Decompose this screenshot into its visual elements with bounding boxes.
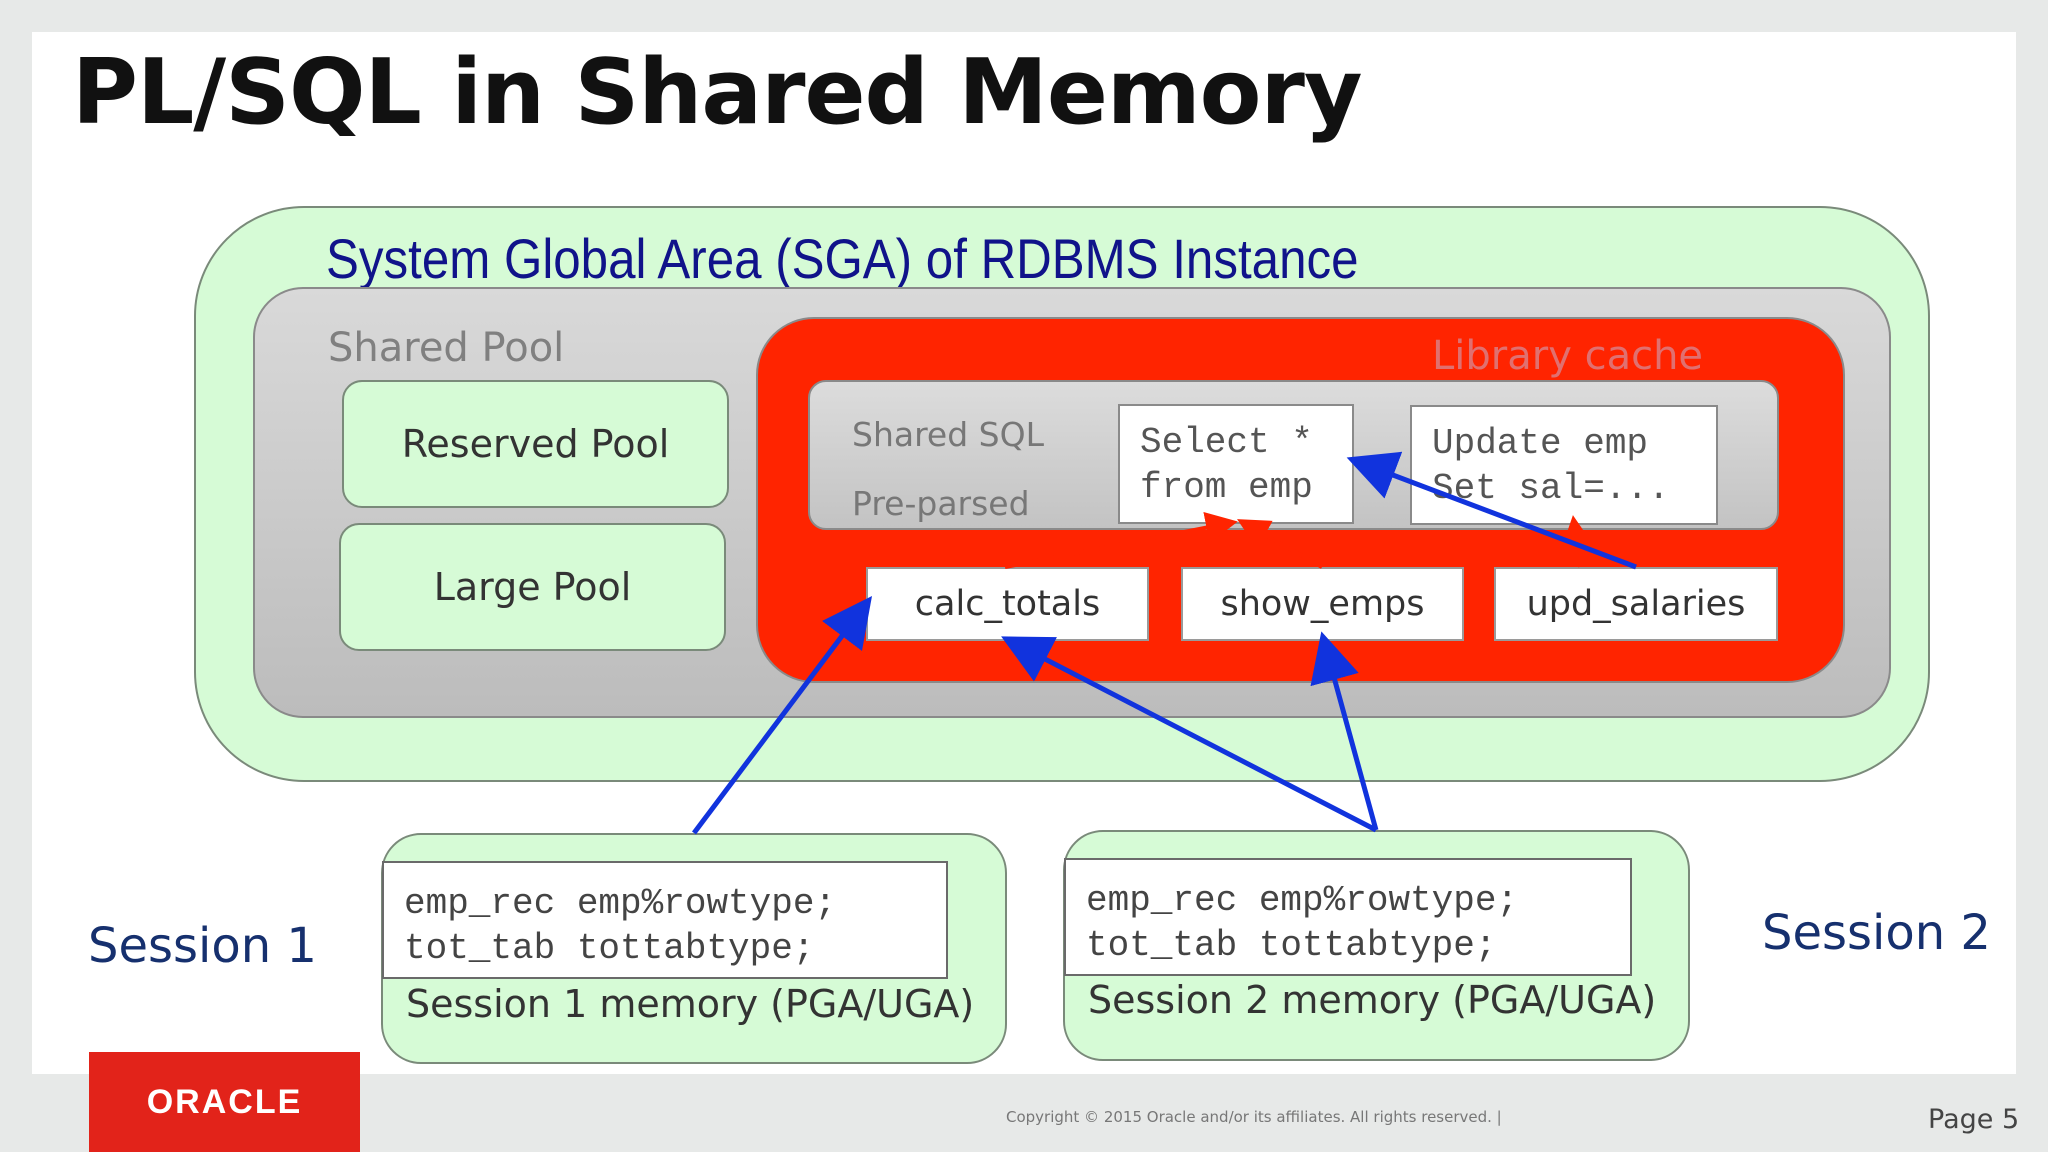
arrow-session2-to-calc	[1001, 636, 1378, 833]
arrow-upd-to-select	[1346, 451, 1637, 570]
session-2-code-box: emp_rec emp%rowtype; tot_tab tottabtype;	[1064, 858, 1632, 976]
update-statement-box: Update emp Set sal=...	[1410, 405, 1718, 525]
oracle-logo-text: ORACLE	[146, 1082, 303, 1121]
reserved-pool-label: Reserved Pool	[401, 422, 670, 466]
library-cache-label: Library cache	[1432, 333, 1704, 379]
connector-show-to-select	[1237, 519, 1323, 569]
session-1-code-box: emp_rec emp%rowtype; tot_tab tottabtype;	[382, 861, 948, 979]
select-statement-box: Select * from emp	[1118, 404, 1354, 524]
sga-title: System Global Area (SGA) of RDBMS Instan…	[326, 227, 1359, 290]
copyright-text: Copyright © 2015 Oracle and/or its affil…	[1006, 1108, 1502, 1126]
shared-pool-label: Shared Pool	[328, 325, 565, 371]
large-pool-box: Large Pool	[339, 523, 726, 651]
session-2-memory-label: Session 2 memory (PGA/UGA)	[1088, 978, 1657, 1022]
pre-parsed-label: Pre-parsed	[852, 484, 1030, 523]
oracle-logo: ORACLE	[89, 1052, 360, 1152]
shared-sql-label: Shared SQL	[852, 415, 1044, 454]
page-number: Page 5	[1928, 1104, 2020, 1135]
session-1-label: Session 1	[88, 918, 317, 974]
arrow-session1-to-calc	[692, 596, 873, 835]
large-pool-label: Large Pool	[433, 565, 632, 609]
slide-title: PL/SQL in Shared Memory	[72, 40, 1363, 145]
session-2-label: Session 2	[1762, 905, 1991, 961]
connector-calc-to-select	[1004, 511, 1238, 569]
session-1-memory-label: Session 1 memory (PGA/UGA)	[406, 982, 975, 1026]
proc-show-emps: show_emps	[1181, 567, 1464, 641]
reserved-pool-box: Reserved Pool	[342, 380, 729, 508]
arrow-session2-to-show	[1310, 631, 1379, 831]
proc-upd-salaries: upd_salaries	[1494, 567, 1778, 641]
